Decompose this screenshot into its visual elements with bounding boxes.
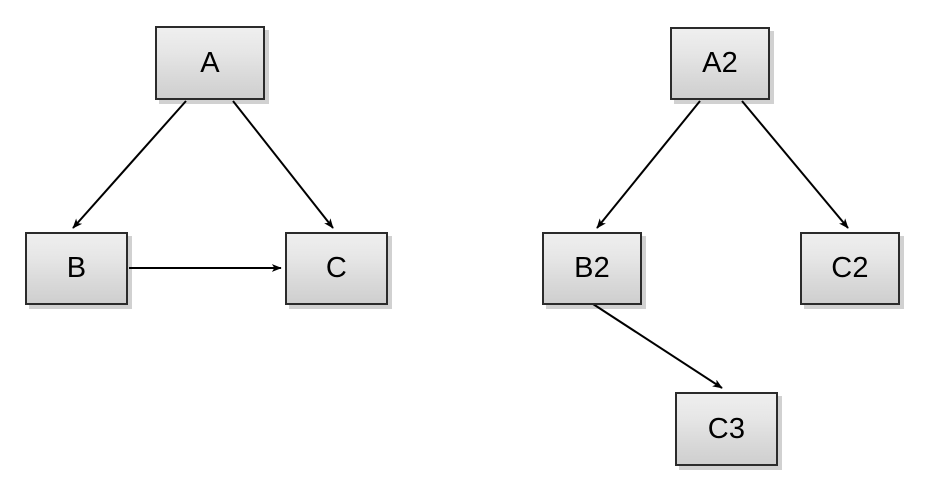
node-label: B [66, 252, 87, 284]
node-b[interactable]: B [25, 232, 128, 305]
node-label: C2 [831, 252, 869, 284]
node-label: A2 [702, 47, 738, 79]
node-c[interactable]: C [285, 232, 388, 305]
node-a2[interactable]: A2 [670, 27, 770, 100]
edge-a2-b2[interactable] [596, 100, 701, 229]
edge-b2-c3[interactable] [592, 303, 723, 389]
node-c3[interactable]: C3 [675, 392, 778, 466]
node-b2[interactable]: B2 [542, 232, 642, 305]
node-label: A [200, 46, 220, 79]
node-label: C3 [707, 412, 746, 445]
edge-a2-c2[interactable] [741, 100, 849, 229]
edge-a-c[interactable] [232, 100, 334, 229]
node-label: B2 [574, 252, 610, 284]
edge-a-b[interactable] [72, 100, 187, 229]
edges-group [72, 100, 849, 389]
node-c2[interactable]: C2 [800, 232, 900, 305]
node-label: C [325, 252, 348, 284]
node-a[interactable]: A [155, 26, 265, 100]
